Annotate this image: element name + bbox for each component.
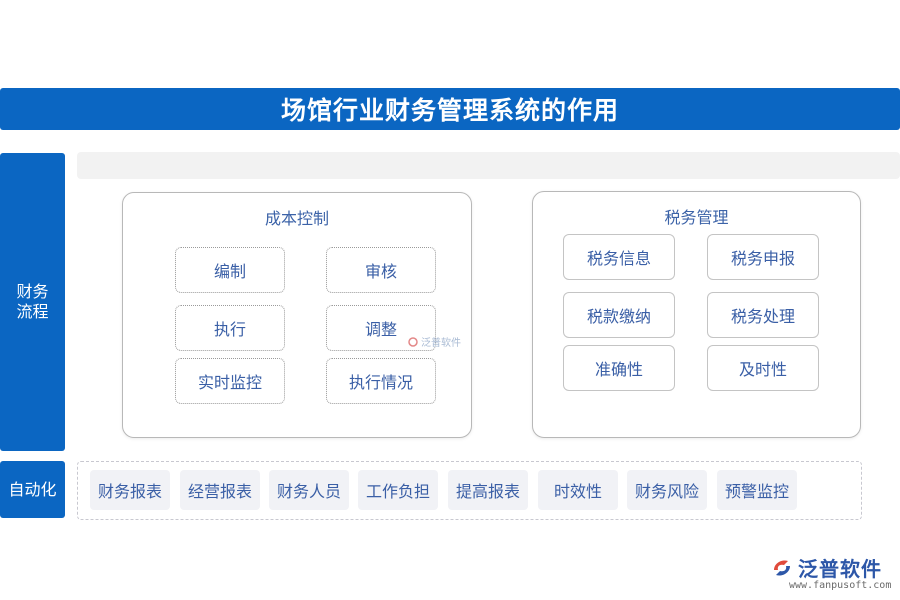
brand-logo: 泛普软件 [770, 553, 882, 582]
cost-item-compile: 编制 [175, 247, 285, 293]
tax-item-payment: 税款缴纳 [563, 292, 675, 338]
auto-item-financial-statements: 财务报表 [90, 470, 170, 510]
cost-item-realtime-monitor: 实时监控 [175, 358, 285, 404]
finance-flow-label: 财务 流程 [0, 153, 65, 451]
cost-control-panel: 成本控制 编制 审核 执行 调整 实时监控 执行情况 [122, 192, 472, 438]
auto-item-workload: 工作负担 [358, 470, 438, 510]
auto-item-warning-monitor: 预警监控 [717, 470, 797, 510]
tax-item-accuracy: 准确性 [563, 345, 675, 391]
brand-logo-icon [774, 559, 790, 576]
automation-box [77, 461, 862, 520]
auto-item-operating-statements: 经营报表 [180, 470, 260, 510]
center-watermark-text: 泛普软件 [421, 338, 461, 349]
tax-item-timeliness: 及时性 [707, 345, 819, 391]
tax-item-processing: 税务处理 [707, 292, 819, 338]
cost-item-adjust: 调整 [326, 305, 436, 351]
finance-flow-label-text: 财务 流程 [16, 282, 49, 321]
brand-url: www.fanpusoft.com [789, 580, 892, 591]
tax-management-panel: 税务管理 税务信息 税务申报 税款缴纳 税务处理 准确性 及时性 [532, 191, 861, 438]
cost-item-review: 审核 [326, 247, 436, 293]
automation-label: 自动化 [0, 461, 65, 518]
cost-item-execute: 执行 [175, 305, 285, 351]
auto-item-improve-reports: 提高报表 [448, 470, 528, 510]
cost-item-execution-status: 执行情况 [326, 358, 436, 404]
tax-item-info: 税务信息 [563, 234, 675, 280]
tax-item-declaration: 税务申报 [707, 234, 819, 280]
top-strip [77, 152, 900, 179]
auto-item-financial-risk: 财务风险 [627, 470, 707, 510]
automation-label-text: 自动化 [8, 479, 57, 499]
auto-item-timeliness: 时效性 [538, 470, 618, 510]
center-watermark: 泛普软件 [408, 334, 461, 349]
watermark-logo-icon [408, 336, 418, 347]
tax-management-title: 税务管理 [664, 208, 729, 227]
cost-control-title: 成本控制 [264, 209, 329, 228]
brand-logo-text: 泛普软件 [798, 557, 882, 581]
auto-item-finance-staff: 财务人员 [269, 470, 349, 510]
page-title: 场馆行业财务管理系统的作用 [0, 88, 900, 130]
